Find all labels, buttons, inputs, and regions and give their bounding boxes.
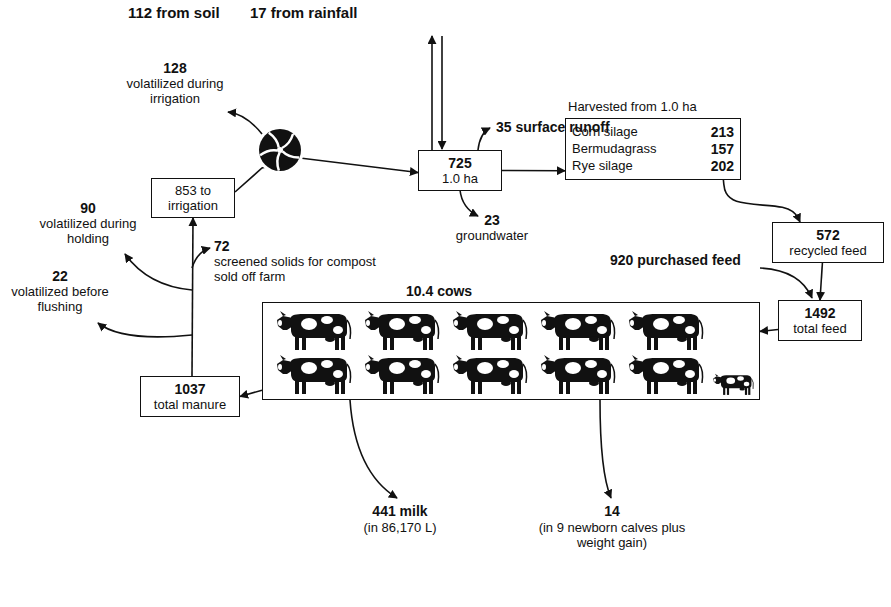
flow-note: volatilized during irrigation [120, 76, 230, 106]
box-label: total manure [154, 397, 226, 412]
field-box: 7251.0 ha [418, 150, 502, 191]
flow-value: 725 [448, 155, 471, 171]
cow-figure [541, 355, 615, 394]
flow-note: groundwater [447, 228, 537, 243]
flow-connector [502, 170, 565, 172]
flow-box: 1492total feed [778, 300, 862, 341]
box-label: total feed [793, 321, 847, 336]
flow-arrow [350, 400, 397, 498]
herd-box: 10.4 cows [262, 302, 760, 400]
flow-arrow [192, 248, 210, 268]
flow-value: 90 [38, 200, 138, 216]
flow-value: 572 [816, 227, 839, 243]
flow-value: 920 purchased feed [610, 252, 741, 268]
cow-figure [453, 311, 527, 350]
cow-figure [365, 355, 439, 394]
flow-arrow [125, 254, 192, 290]
flow-note: (in 9 newborn calves plus weight gain) [537, 520, 687, 550]
cow-figure [541, 311, 615, 350]
flow-connector [820, 263, 822, 300]
flow-note: (in 86,170 L) [330, 520, 470, 535]
flow-arrow [441, 36, 443, 149]
flow-connector [760, 330, 778, 332]
flow-connector [192, 218, 193, 376]
sprinkler-blade [265, 133, 282, 148]
flow-arrow [98, 323, 192, 337]
flow-value: 14 [532, 503, 692, 519]
flow-value: 72 [214, 238, 230, 254]
flow-arrow [460, 190, 478, 216]
cow-figure [453, 355, 527, 394]
table-value: 157 [711, 141, 734, 157]
cow-figure [629, 311, 703, 350]
sprinkler-ground [256, 126, 304, 174]
crop-name: Bermudagrass [572, 141, 703, 157]
calf-figure [713, 374, 753, 395]
box-label: 853 to irrigation [156, 183, 230, 213]
flow-value: 1037 [174, 381, 205, 397]
flow-box: 853 to irrigation [151, 178, 235, 218]
flow-value: 22 [10, 268, 110, 284]
flow-note: volatilized during holding [38, 216, 138, 246]
flow-arrow [760, 268, 812, 298]
flow-note: screened solids for compost sold off far… [214, 254, 389, 284]
flow-arrow [478, 128, 490, 150]
sprinkler-blade [260, 144, 277, 162]
flow-value: 441 milk [330, 503, 470, 519]
box-heading: 10.4 cows [406, 283, 472, 299]
flow-arrow [431, 36, 433, 150]
flow-value: 17 from rainfall [250, 4, 358, 22]
box-label: recycled feed [789, 243, 866, 258]
table-value: 202 [711, 158, 734, 174]
cow-herd [277, 311, 753, 395]
connector-group [192, 158, 822, 397]
flow-box: 572recycled feed [772, 222, 884, 263]
sprinkler-disc [259, 129, 301, 171]
flow-value: 23 [447, 212, 537, 228]
sprinkler-blade [283, 147, 300, 162]
cow-figure [277, 311, 351, 350]
leader-lines [98, 36, 812, 498]
flow-value: 35 surface runoff [496, 119, 610, 135]
crop-name: Rye silage [572, 158, 703, 174]
flow-arrow [600, 400, 611, 498]
flow-connector [723, 180, 800, 222]
cow-figure [365, 311, 439, 350]
flow-value: 128 [120, 60, 230, 76]
table-value: 213 [711, 124, 734, 140]
flow-connector [240, 390, 262, 396]
cow-figure [277, 355, 351, 394]
sprinkler-blade [282, 134, 293, 148]
flow-value: 112 from soil [128, 4, 220, 22]
box-label: 1.0 ha [442, 171, 478, 186]
sprinkler-hub [277, 147, 283, 153]
flow-value: 1492 [804, 305, 835, 321]
cow-figure [629, 355, 703, 394]
sprinkler-symbol [256, 126, 304, 174]
table-heading: Harvested from 1.0 ha [568, 99, 697, 114]
sprinkler-blade [271, 153, 288, 171]
flow-box: 1037total manure [140, 376, 240, 417]
flow-arrow [228, 112, 262, 134]
flow-note: volatilized before flushing [10, 284, 110, 314]
